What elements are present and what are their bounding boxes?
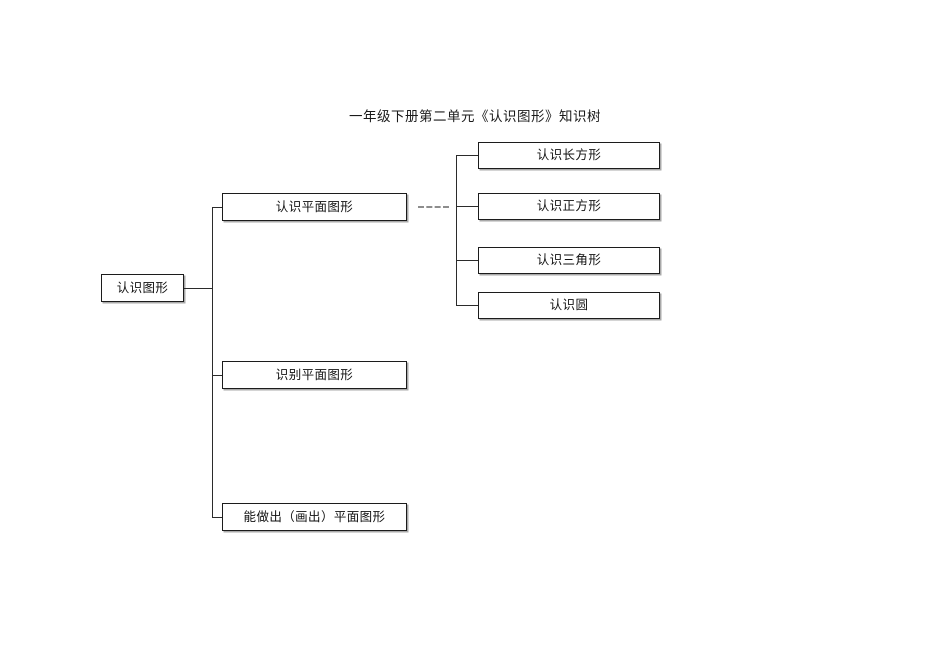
node-child-3-label: 认识三角形 <box>536 253 602 268</box>
connector-stub-branch-3 <box>212 517 223 518</box>
node-root[interactable]: 认识图形 <box>101 274 184 302</box>
node-branch-recognize-plane-figures[interactable]: 认识平面图形 <box>222 193 407 221</box>
node-child-rectangle[interactable]: 认识长方形 <box>478 142 660 169</box>
connector-left-trunk <box>212 207 213 517</box>
node-child-1-label: 认识长方形 <box>536 148 602 163</box>
connector-stub-child-3 <box>456 260 479 261</box>
connector-stub-child-1 <box>456 155 479 156</box>
node-branch-make-draw-plane-figures[interactable]: 能做出（画出）平面图形 <box>222 503 407 531</box>
node-child-square[interactable]: 认识正方形 <box>478 193 660 220</box>
node-child-4-label: 认识圆 <box>549 298 589 313</box>
node-branch-1-label: 认识平面图形 <box>275 199 354 214</box>
connector-stub-child-2 <box>456 206 479 207</box>
node-root-label: 认识图形 <box>116 280 169 295</box>
node-branch-3-label: 能做出（画出）平面图形 <box>243 509 386 524</box>
connector-stub-child-4 <box>456 305 479 306</box>
page-title: 一年级下册第二单元《认识图形》知识树 <box>349 109 601 124</box>
connector-stub-branch-2 <box>212 375 223 376</box>
node-branch-2-label: 识别平面图形 <box>275 367 354 382</box>
connector-root-to-trunk <box>184 288 213 289</box>
connector-stub-branch-1 <box>212 207 223 208</box>
connector-right-trunk <box>456 155 457 306</box>
node-child-circle[interactable]: 认识圆 <box>478 292 660 319</box>
node-child-triangle[interactable]: 认识三角形 <box>478 247 660 274</box>
connector-dashed-bridge <box>418 206 449 208</box>
node-child-2-label: 认识正方形 <box>536 199 602 214</box>
node-branch-identify-plane-figures[interactable]: 识别平面图形 <box>222 361 407 389</box>
